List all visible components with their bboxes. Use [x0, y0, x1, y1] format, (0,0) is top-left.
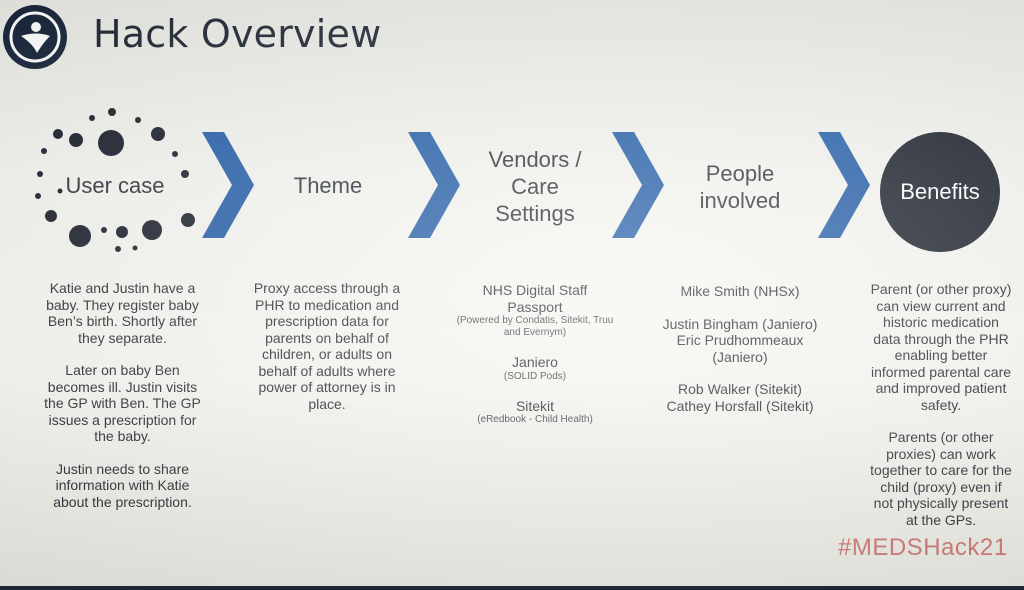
user-case-text: Katie and Justin have a baby. They regis… [40, 280, 205, 526]
dots-ring-icon [35, 108, 195, 252]
user-case-paragraph: Katie and Justin have a baby. They regis… [46, 280, 199, 346]
person-entry: Rob Walker (Sitekit) [678, 381, 802, 397]
heading-people: People involved [699, 161, 781, 213]
chevron-right-icon [612, 132, 664, 238]
chevron-right-icon [408, 132, 460, 238]
page-title: Hack Overview [93, 12, 382, 56]
person-entry: Justin Bingham (Janiero) [662, 315, 818, 332]
theme-text: Proxy access through a PHR to medication… [248, 280, 406, 428]
vendor-entry: NHS Digital Staff Passport (Powered by C… [455, 282, 615, 339]
benefits-text: Parent (or other proxy) can view current… [870, 281, 1012, 544]
benefits-circle: Benefits [880, 132, 1000, 252]
person-entry: Mike Smith (NHSx) [680, 283, 800, 299]
people-list: Mike Smith (NHSx) Justin Bingham (Janier… [660, 283, 820, 430]
user-case-paragraph: Later on baby Ben becomes ill. Justin vi… [44, 362, 201, 444]
vendor-note: (SOLID Pods) [503, 370, 567, 382]
vendor-note: (Powered by Condatis, Sitekit, Truu and … [456, 315, 614, 338]
theme-paragraph: Proxy access through a PHR to medication… [253, 280, 401, 412]
vendor-entry: Janiero (SOLID Pods) [455, 354, 615, 383]
vendor-name: Janiero [512, 354, 558, 370]
chevron-right-icon [818, 132, 870, 238]
benefits-paragraph: Parents (or other proxies) can work toge… [870, 429, 1012, 528]
vendor-note: (eRedbook - Child Health) [477, 414, 593, 425]
vendor-name: NHS Digital Staff Passport [482, 282, 588, 315]
person-entry: Cathey Horsfall (Sitekit) [666, 397, 814, 414]
benefits-paragraph: Parent (or other proxy) can view current… [870, 281, 1012, 413]
vendor-name: Sitekit [515, 397, 555, 414]
logo-icon [3, 5, 67, 69]
user-case-paragraph: Justin needs to share information with K… [53, 460, 192, 510]
vendor-entry: Sitekit (eRedbook - Child Health) [455, 398, 615, 427]
heading-benefits: Benefits [900, 179, 980, 204]
hashtag: #MEDSHack21 [838, 534, 1008, 561]
person-entry: Eric Prudhommeaux (Janiero) [676, 332, 804, 365]
heading-theme: Theme [293, 173, 363, 198]
heading-vendors: Vendors / Care Settings [488, 147, 582, 226]
vendors-list: NHS Digital Staff Passport (Powered by C… [455, 282, 615, 441]
chevron-right-icon [202, 132, 254, 238]
heading-user-case: User case [65, 173, 165, 198]
